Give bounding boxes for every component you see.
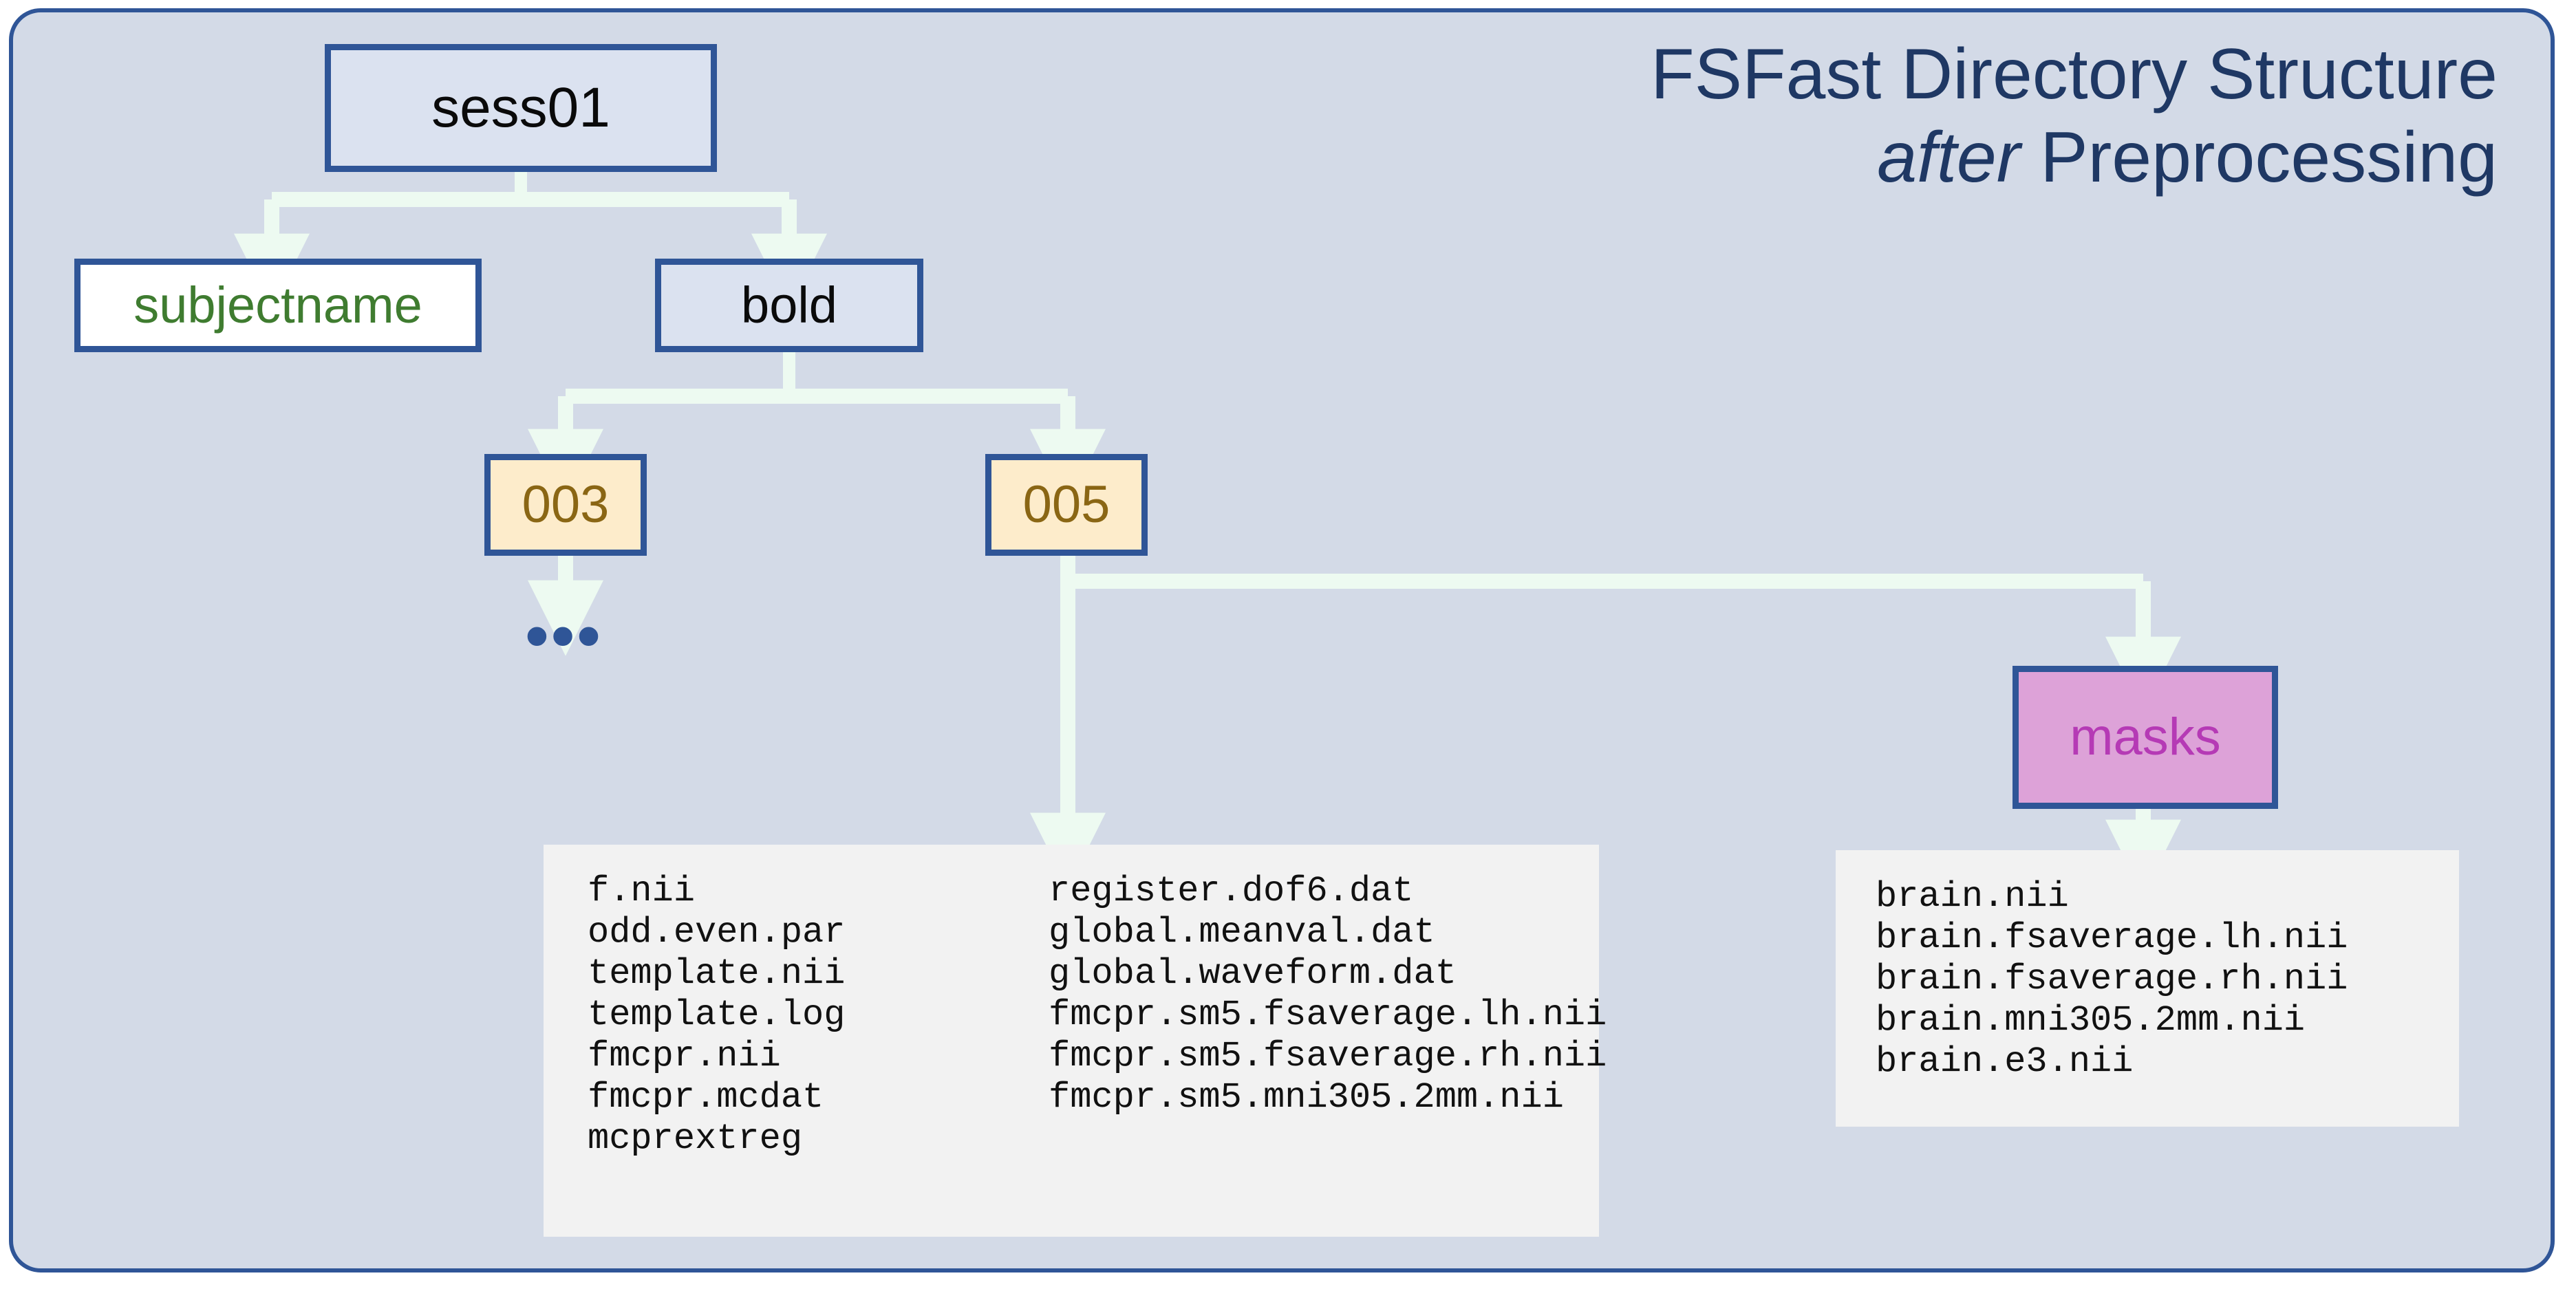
file-item: brain.fsaverage.lh.nii: [1876, 918, 2348, 959]
file-item: template.log: [588, 995, 846, 1036]
file-item: brain.mni305.2mm.nii: [1876, 1000, 2306, 1041]
node-masks-label: masks: [2070, 708, 2221, 766]
ellipsis-more-runs: •••: [525, 599, 603, 673]
node-run-005-label: 005: [1022, 475, 1110, 534]
file-item: global.meanval.dat: [1049, 912, 1435, 953]
file-item: f.nii: [588, 871, 696, 911]
file-item: fmcpr.sm5.fsaverage.lh.nii: [1049, 995, 1607, 1036]
bold-run-file-list: f.nii odd.even.par template.nii template…: [544, 845, 1607, 1237]
bold-run-file-column-a: f.nii odd.even.par template.nii template…: [588, 871, 1049, 1160]
node-masks[interactable]: masks: [2012, 666, 2278, 809]
file-item: mcprextreg: [588, 1118, 803, 1160]
masks-file-list: brain.nii brain.fsaverage.lh.nii brain.f…: [1836, 850, 2459, 1127]
file-item: fmcpr.sm5.fsaverage.rh.nii: [1049, 1036, 1607, 1077]
node-run-003[interactable]: 003: [484, 454, 647, 556]
file-item: brain.e3.nii: [1876, 1041, 2134, 1083]
file-item: fmcpr.mcdat: [588, 1077, 824, 1118]
node-sess01[interactable]: sess01: [325, 44, 717, 172]
file-item: brain.nii: [1876, 876, 2069, 917]
node-subjectname-label: subjectname: [133, 277, 422, 334]
title-line-2: after Preprocessing: [1328, 116, 2498, 199]
diagram-title: FSFast Directory Structure after Preproc…: [1328, 33, 2498, 199]
title-line-2-rest: Preprocessing: [2020, 117, 2498, 197]
file-item: template.nii: [588, 953, 846, 995]
node-subjectname[interactable]: subjectname: [74, 259, 482, 352]
node-bold[interactable]: bold: [655, 259, 923, 352]
file-item: fmcpr.nii: [588, 1036, 781, 1077]
file-item: global.waveform.dat: [1049, 953, 1457, 995]
node-bold-label: bold: [741, 277, 837, 334]
bold-run-file-column-b: register.dof6.dat global.meanval.dat glo…: [1049, 871, 1607, 1160]
node-run-003-label: 003: [522, 475, 610, 534]
title-line-1: FSFast Directory Structure: [1651, 34, 2498, 114]
node-run-005[interactable]: 005: [985, 454, 1148, 556]
title-emphasis: after: [1877, 117, 2021, 197]
file-item: brain.fsaverage.rh.nii: [1876, 959, 2348, 1000]
file-item: odd.even.par: [588, 912, 846, 953]
file-item: register.dof6.dat: [1049, 871, 1414, 911]
file-item: fmcpr.sm5.mni305.2mm.nii: [1049, 1077, 1564, 1118]
node-sess01-label: sess01: [431, 76, 610, 139]
